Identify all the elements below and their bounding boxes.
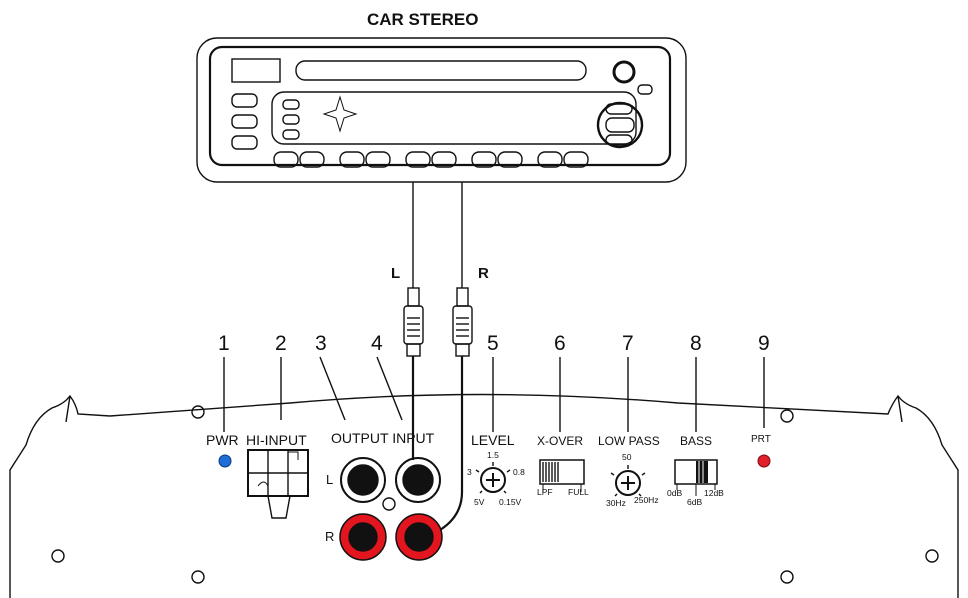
callout-6: 6 (554, 332, 566, 355)
low-pass-scale-left: 30Hz (606, 498, 626, 508)
amplifier-body (9, 393, 959, 598)
rca-cable-left (403, 182, 424, 460)
channel-label-left: L (326, 472, 334, 487)
cd-slot-icon (295, 60, 587, 81)
screw-icon (780, 570, 794, 584)
prt-led-icon (757, 454, 771, 468)
screw-icon (191, 570, 205, 584)
ground-terminal-icon (382, 497, 396, 511)
callout-5: 5 (487, 332, 499, 355)
xover-label: X-OVER (537, 434, 584, 448)
bass-scale-middle: 6dB (687, 497, 703, 507)
prt-label: PRT (751, 434, 771, 445)
car-stereo-unit (196, 37, 687, 183)
rca-input-right-socket (395, 513, 443, 561)
level-scale-left: 3 (467, 467, 472, 477)
callout-lines (223, 356, 765, 432)
stereo-knob-icon (612, 60, 636, 84)
level-label: LEVEL (471, 432, 515, 448)
pwr-led-icon (218, 454, 232, 468)
screw-icon (780, 409, 794, 423)
rca-output-left-socket (340, 457, 386, 503)
pwr-label: PWR (206, 432, 239, 448)
volume-dial-icon (596, 101, 644, 149)
level-scale-bottom-left: 5V (474, 497, 485, 507)
bass-label: BASS (680, 434, 713, 448)
hi-input-connector-icon (247, 449, 309, 519)
bass-switch-icon (674, 459, 718, 496)
low-pass-scale-top: 50 (622, 452, 632, 462)
callout-8: 8 (690, 332, 702, 355)
star-logo-icon (322, 95, 358, 133)
callout-9: 9 (758, 332, 770, 355)
xover-switch-icon (539, 459, 585, 492)
screw-icon (191, 405, 205, 419)
callout-7: 7 (622, 332, 634, 355)
callout-4: 4 (371, 332, 383, 355)
channel-label-right: R (325, 529, 335, 544)
callout-2: 2 (275, 332, 287, 355)
level-scale-bottom-right: 0.15V (499, 497, 522, 507)
callout-1: 1 (218, 332, 230, 355)
callout-3: 3 (315, 332, 327, 355)
rca-input-left-socket (395, 457, 441, 503)
level-scale-top: 1.5 (487, 450, 499, 460)
low-pass-scale-right: 250Hz (634, 495, 659, 505)
xover-scale-right: FULL (568, 487, 589, 497)
screw-icon (925, 549, 939, 563)
output-input-label: OUTPUT INPUT (331, 430, 435, 446)
screw-icon (51, 549, 65, 563)
bass-scale-right: 12dB (704, 488, 724, 498)
rca-output-right-socket (339, 513, 387, 561)
stereo-title: CAR STEREO (367, 10, 479, 29)
cable-label-left: L (391, 265, 401, 282)
bass-scale-left: 0dB (667, 488, 683, 498)
low-pass-knob-icon (610, 465, 646, 497)
stereo-face-panel (271, 91, 637, 145)
level-knob-icon (475, 462, 511, 494)
cable-label-right: R (478, 265, 489, 282)
xover-scale-left: LPF (537, 487, 553, 497)
low-pass-label: LOW PASS (598, 434, 660, 448)
hi-input-label: HI-INPUT (246, 432, 307, 448)
stereo-display-icon (231, 58, 281, 83)
rca-cable-right (439, 182, 473, 531)
level-scale-right: 0.8 (513, 467, 525, 477)
